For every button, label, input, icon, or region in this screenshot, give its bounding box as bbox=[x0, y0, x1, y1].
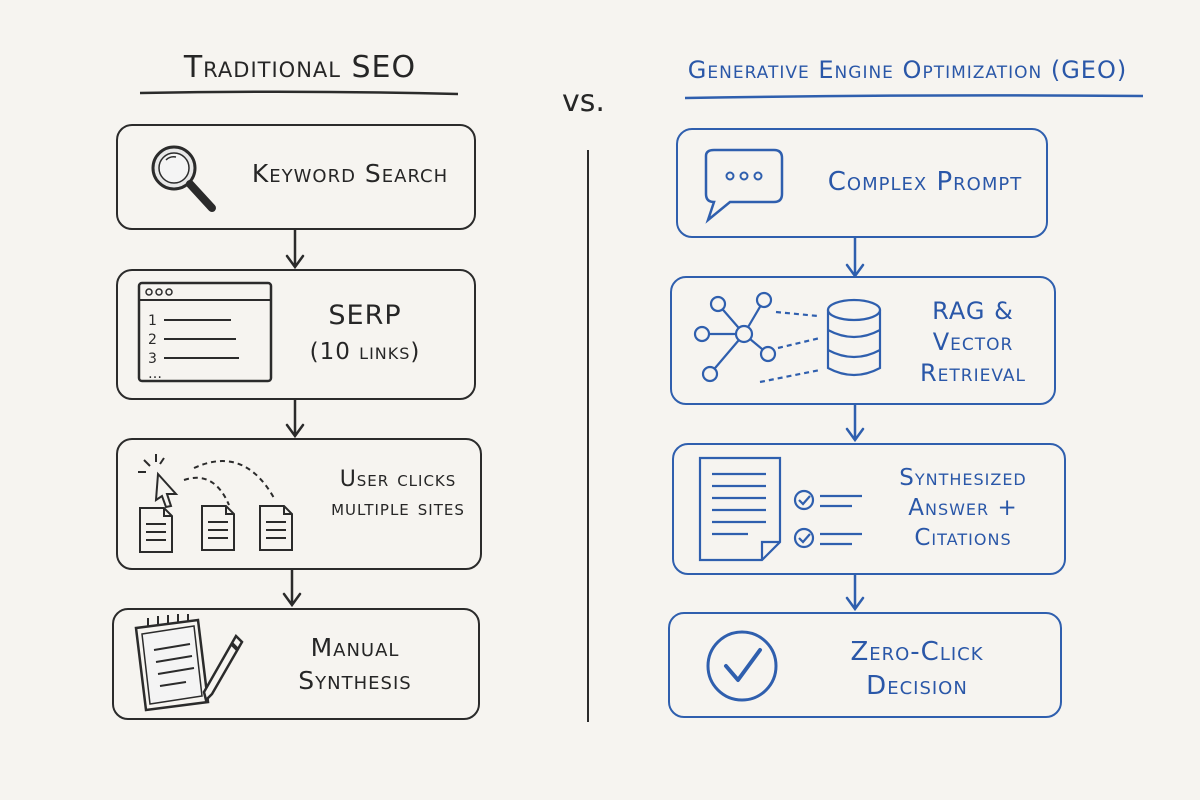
right-arrows bbox=[845, 236, 865, 612]
left-title-underline bbox=[139, 90, 459, 96]
right-title-underline bbox=[684, 94, 1144, 100]
step-user-clicks bbox=[116, 438, 482, 570]
serp-label: SERP bbox=[328, 300, 402, 331]
notepad-pen-icon bbox=[134, 614, 244, 712]
svg-text:2: 2 bbox=[148, 332, 157, 348]
speech-bubble-icon bbox=[704, 148, 784, 224]
keyword-search-label: Keyword Search bbox=[251, 159, 449, 188]
serp-sublabel: (10 links) bbox=[309, 339, 421, 365]
traditional-seo-title: Traditional SEO bbox=[183, 50, 417, 85]
vs-label: vs. bbox=[562, 84, 605, 119]
svg-text:…: … bbox=[148, 366, 162, 382]
complex-prompt-label: Complex Prompt bbox=[827, 167, 1023, 197]
step-keyword-search bbox=[116, 124, 476, 230]
left-arrows bbox=[282, 228, 305, 608]
zero-click-label: Zero-Click Decision bbox=[850, 637, 984, 701]
checkmark-circle-icon bbox=[706, 630, 778, 702]
step-rag-retrieval bbox=[670, 276, 1056, 405]
step-manual-synthesis bbox=[112, 608, 480, 720]
rag-retrieval-label: RAG & Vector Retrieval bbox=[919, 297, 1026, 388]
document-checklist-icon bbox=[698, 456, 862, 562]
cursor-documents-icon bbox=[138, 454, 293, 553]
graph-database-icon bbox=[693, 291, 882, 384]
geo-title: Generative Engine Optimization (GEO) bbox=[687, 56, 1128, 84]
synthesized-answer-label: Synthesized Answer + Citations bbox=[899, 465, 1027, 551]
manual-synthesis-label: Manual Synthesis bbox=[298, 633, 412, 695]
magnifier-icon bbox=[151, 145, 216, 212]
svg-text:1: 1 bbox=[148, 313, 157, 329]
serp-list-icon: 1 2 3 … bbox=[137, 281, 273, 383]
step-zero-click bbox=[668, 612, 1062, 718]
user-clicks-label: User clicks multiple sites bbox=[331, 467, 465, 521]
step-serp bbox=[116, 269, 476, 400]
step-complex-prompt bbox=[676, 128, 1048, 238]
svg-text:3: 3 bbox=[148, 351, 157, 367]
step-synthesized-answer bbox=[672, 443, 1066, 575]
